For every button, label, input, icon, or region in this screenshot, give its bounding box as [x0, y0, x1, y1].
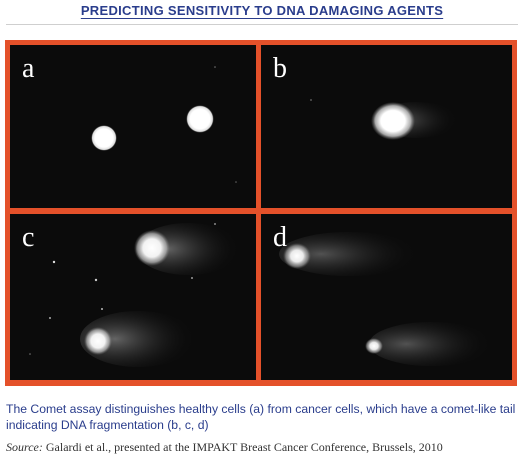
page-title: PREDICTING SENSITIVITY TO DNA DAMAGING A… [80, 3, 444, 18]
comet-head [283, 243, 311, 269]
panel-c-image [29, 223, 240, 367]
panel-b: b [261, 45, 512, 208]
comet-head [371, 102, 415, 140]
comet-assay-figure: a b [5, 40, 517, 386]
comet-tail [279, 232, 419, 276]
panel-label-d: d [273, 222, 287, 253]
comet-tail [369, 322, 493, 366]
comet-tail [80, 311, 196, 367]
panel-label-b: b [273, 53, 287, 84]
healthy-cell [91, 125, 117, 151]
panel-d: d [261, 214, 512, 380]
panel-a-image [91, 66, 237, 183]
panel-c: c [10, 214, 256, 380]
source-text: Galardi et al., presented at the IMPAKT … [45, 440, 443, 454]
panel-label-a: a [22, 53, 35, 84]
source-label: Source: [6, 440, 43, 454]
panel-b-image [310, 99, 458, 140]
header-divider [6, 24, 518, 25]
panel-d-image [279, 232, 493, 366]
comet-head [84, 327, 112, 355]
comet-head [134, 230, 170, 266]
comet-head [365, 338, 383, 354]
healthy-cell [186, 105, 214, 133]
panel-a: a [10, 45, 256, 208]
page-header: PREDICTING SENSITIVITY TO DNA DAMAGING A… [0, 0, 524, 26]
panel-label-c: c [22, 222, 35, 253]
figure-caption: The Comet assay distinguishes healthy ce… [6, 402, 516, 432]
source-citation: Source: Galardi et al., presented at the… [6, 440, 518, 455]
